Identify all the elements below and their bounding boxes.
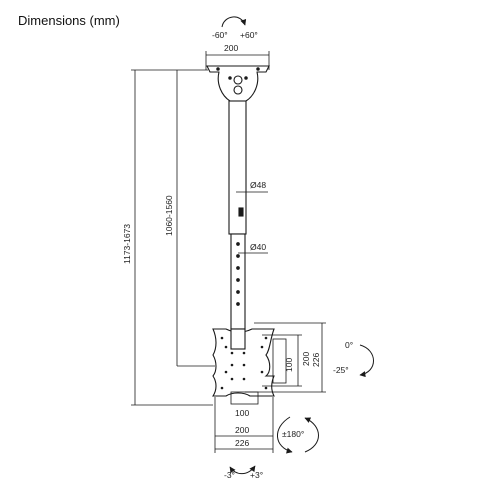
upper-tube-diameter-label: Ø48 (250, 180, 266, 190)
vesa-outer-horizontal-label: 226 (235, 438, 249, 448)
tilt-arrow (359, 344, 374, 378)
pan-right-label: +60° (240, 30, 258, 40)
vesa-inner-vertical-label: 100 (284, 358, 294, 372)
level-right-label: +3° (250, 470, 263, 480)
pole-height-dimension (176, 70, 215, 367)
swivel-label: ±180° (282, 429, 304, 439)
vesa-plate (211, 328, 275, 397)
total-height-label: 1173-1673 (122, 224, 132, 264)
vesa-mid-vertical-label: 200 (301, 352, 311, 366)
pan-rotation-arrow (221, 16, 247, 28)
lower-tube-diameter-label: Ø40 (250, 242, 266, 252)
ceiling-plate (206, 65, 270, 102)
vesa-holes (220, 336, 268, 390)
vesa-vertical-dimensions (245, 322, 326, 393)
pan-left-label: -60° (212, 30, 228, 40)
tilt-up-label: 0° (345, 340, 353, 350)
vesa-inner-horizontal-label: 100 (235, 408, 249, 418)
lower-tube (230, 233, 246, 330)
level-arrow (229, 465, 256, 475)
upper-tube (228, 100, 247, 235)
top-width-label: 200 (224, 43, 238, 53)
tilt-down-label: -25° (333, 365, 349, 375)
vesa-horizontal-dimensions (214, 391, 274, 453)
level-left-label: -3° (224, 470, 235, 480)
vesa-outer-vertical-label: 226 (311, 353, 321, 367)
swivel-arrow (277, 416, 319, 454)
vesa-mid-horizontal-label: 200 (235, 425, 249, 435)
tube-diameter-leaders (236, 191, 268, 254)
diagram-title: Dimensions (mm) (18, 13, 120, 28)
pole-height-label: 1060-1560 (164, 195, 174, 236)
total-height-dimension (131, 69, 213, 406)
